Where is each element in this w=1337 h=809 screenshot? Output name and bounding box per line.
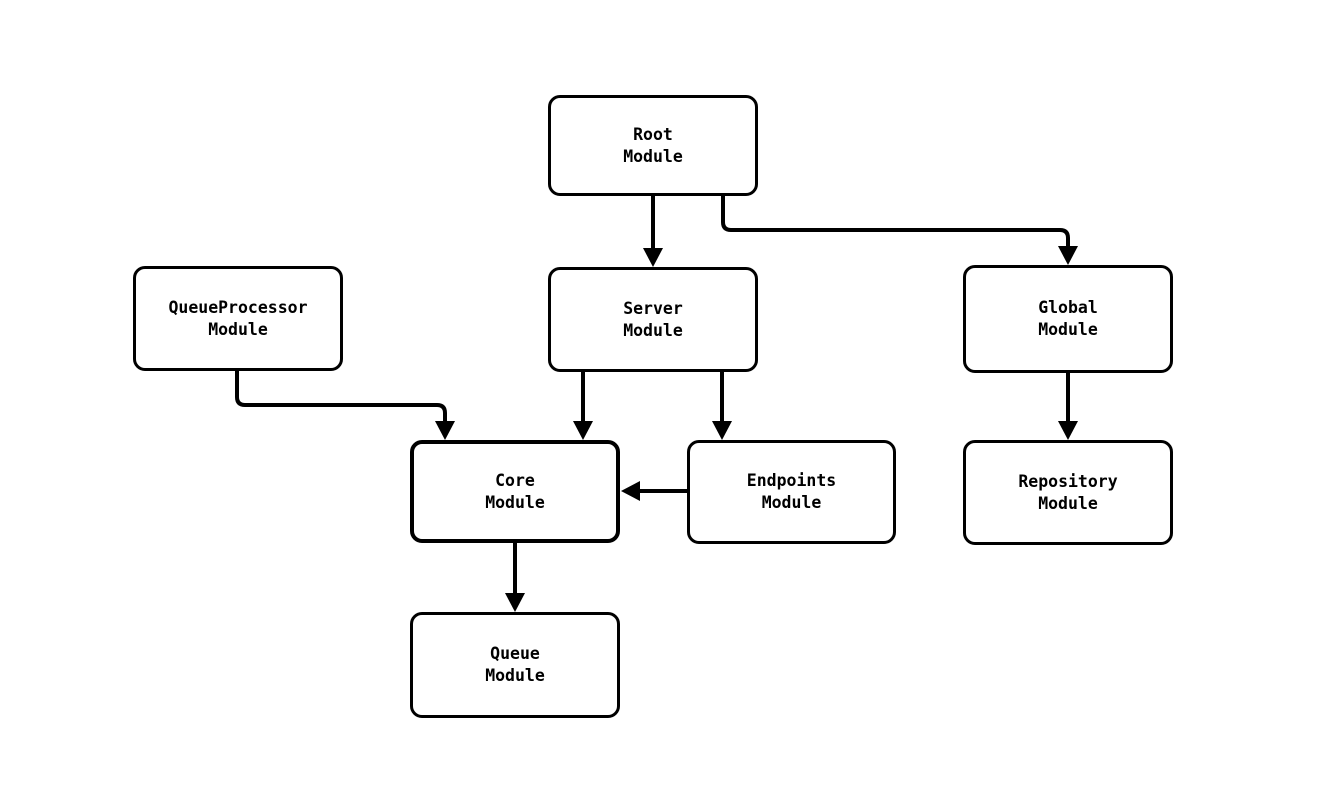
node-core-module-line2: Module bbox=[485, 492, 545, 512]
edge-root-server bbox=[643, 196, 663, 267]
node-queueprocessor-module-line1: QueueProcessor bbox=[168, 297, 308, 317]
node-repository-module[interactable]: Repository Module bbox=[963, 440, 1173, 545]
node-root-module-line2: Module bbox=[623, 146, 683, 166]
node-queue-module-line1: Queue bbox=[490, 644, 540, 663]
node-global-module-line2: Module bbox=[1038, 320, 1098, 339]
node-global-module[interactable]: Global Module bbox=[963, 265, 1173, 373]
edge-root-global bbox=[721, 196, 1078, 265]
edge-server-endpoints bbox=[712, 372, 732, 440]
edge-global-repository bbox=[1058, 373, 1078, 440]
node-repository-module-line2: Module bbox=[1038, 493, 1098, 513]
node-endpoints-module-line2: Module bbox=[761, 493, 822, 512]
node-core-module-line1: Core bbox=[495, 470, 535, 490]
node-queue-module[interactable]: Queue Module bbox=[410, 612, 620, 718]
edge-queueprocessor-core bbox=[235, 371, 455, 440]
node-server-module-line1: Server bbox=[623, 298, 683, 318]
node-queueprocessor-module-line2: Module bbox=[208, 319, 268, 339]
edge-server-core bbox=[573, 372, 593, 440]
edge-endpoints-core bbox=[621, 481, 687, 501]
node-server-module-line2: Module bbox=[623, 320, 683, 340]
edge-core-queue bbox=[505, 543, 525, 612]
node-queue-module-line2: Module bbox=[485, 666, 545, 685]
node-queueprocessor-module[interactable]: QueueProcessor Module bbox=[133, 266, 343, 371]
node-repository-module-line1: Repository bbox=[1018, 471, 1118, 491]
node-root-module-line1: Root bbox=[633, 124, 673, 144]
node-core-module[interactable]: Core Module bbox=[410, 440, 620, 543]
node-endpoints-module-line1: Endpoints bbox=[746, 471, 837, 490]
node-endpoints-module[interactable]: Endpoints Module bbox=[687, 440, 896, 544]
node-global-module-line1: Global bbox=[1038, 298, 1098, 317]
node-server-module[interactable]: Server Module bbox=[548, 267, 758, 372]
node-root-module[interactable]: Root Module bbox=[548, 95, 758, 196]
